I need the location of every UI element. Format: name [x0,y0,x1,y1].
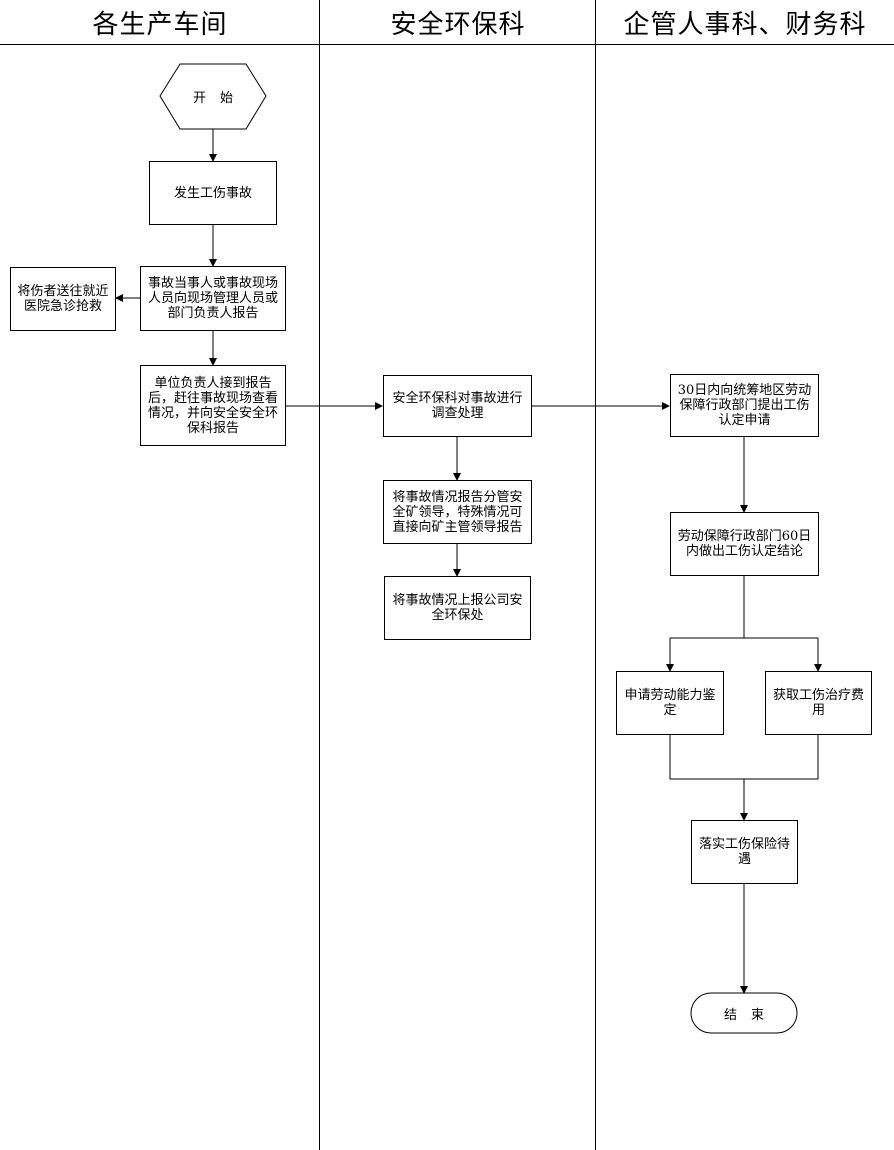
node-report-manager: 事故当事人或事故现场人员向现场管理人员或部门负责人报告 [140,266,286,331]
node-decide-60-label: 劳动保障行政部门60日内做出工伤认定结论 [677,529,812,559]
start-node: 开始 [160,64,266,129]
node-apply-30-label: 30日内向统筹地区劳动保障行政部门提出工伤认定申请 [677,383,812,428]
node-benefits-label: 落实工伤保险待遇 [698,837,790,867]
node-injury: 发生工伤事故 [149,161,277,225]
lane-divider-1 [319,0,320,1150]
header-divider [0,44,894,45]
node-unit-report: 单位负责人接到报告后，赶往事故现场查看情况，并向安全安全环保科报告 [140,365,286,446]
end-label: 结束 [723,1007,778,1023]
lane-header-safety: 安全环保科 [390,9,526,40]
node-medical-cost: 获取工伤治疗费用 [765,671,872,735]
node-benefits: 落实工伤保险待遇 [691,820,798,884]
start-label: 开始 [192,91,247,106]
node-medical-cost-label: 获取工伤治疗费用 [772,688,864,718]
node-disability-label: 申请劳动能力鉴定 [624,688,716,718]
node-hospital: 将伤者送往就近医院急诊抢救 [10,267,116,331]
node-hospital-label: 将伤者送往就近医院急诊抢救 [17,284,109,314]
start-node-shape [159,63,267,130]
end-node: 结束 [691,993,797,1033]
node-report-leader-label: 将事故情况报告分管安全矿领导，特殊情况可直接向矿主管领导报告 [392,489,523,535]
node-report-leader: 将事故情况报告分管安全矿领导，特殊情况可直接向矿主管领导报告 [383,480,532,544]
node-unit-report-label: 单位负责人接到报告后，赶往事故现场查看情况，并向安全安全环保科报告 [147,375,278,436]
node-investigate: 安全环保科对事故进行调查处理 [383,375,532,437]
node-apply-30: 30日内向统筹地区劳动保障行政部门提出工伤认定申请 [670,374,819,437]
node-report-manager-label: 事故当事人或事故现场人员向现场管理人员或部门负责人报告 [147,276,278,321]
node-injury-label: 发生工伤事故 [173,185,252,201]
node-decide-60: 劳动保障行政部门60日内做出工伤认定结论 [670,512,819,576]
lane-header-workshop: 各生产车间 [92,9,228,40]
node-report-company-label: 将事故情况上报公司安全环保处 [392,593,523,623]
node-report-company: 将事故情况上报公司安全环保处 [384,576,531,640]
node-disability: 申请劳动能力鉴定 [616,671,724,735]
lane-header-hr-finance: 企管人事科、财务科 [623,9,867,40]
node-investigate-label: 安全环保科对事故进行调查处理 [392,391,523,421]
lane-divider-2 [595,0,596,1150]
